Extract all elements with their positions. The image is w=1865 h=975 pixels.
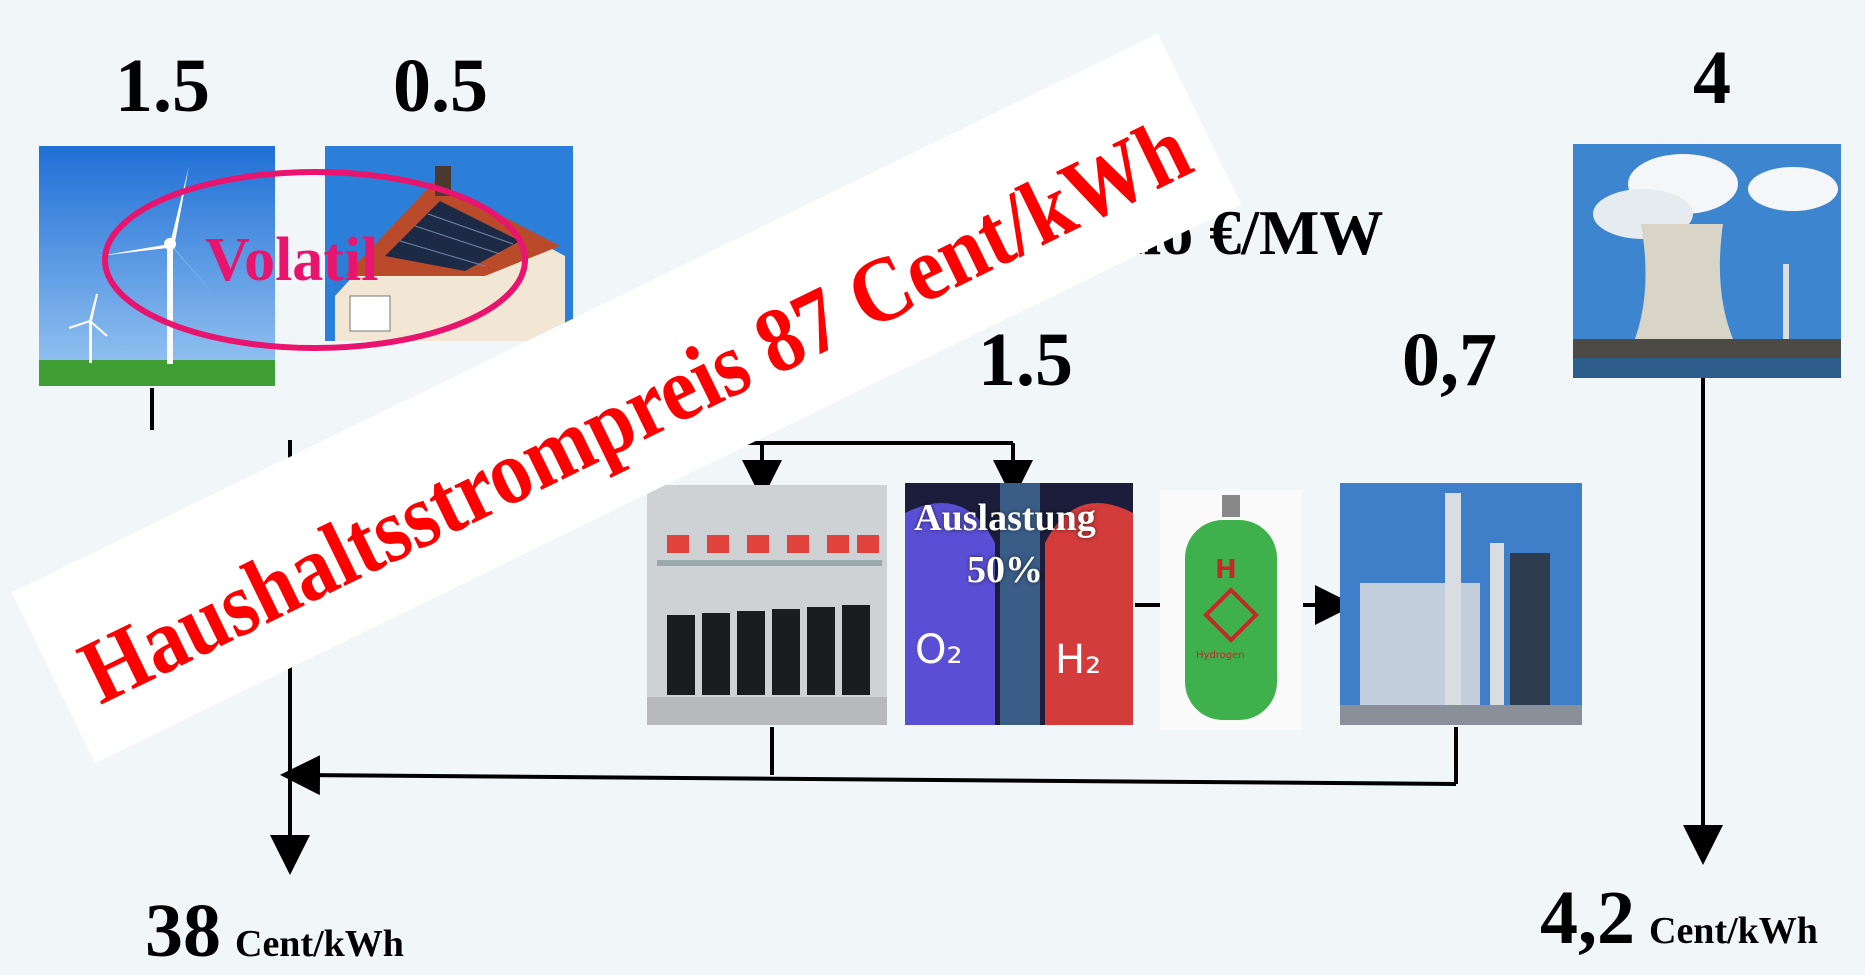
hydrogen-tank-image: H Hydrogen [1160, 490, 1302, 730]
electrolyzer-utilization-line2: 50% [967, 549, 1043, 591]
renewable-output-price: 38 Cent/kWh [145, 888, 404, 975]
nuclear-output-unit: Cent/kWh [1649, 910, 1818, 952]
nuclear-output-price: 4,2 Cent/kWh [1540, 875, 1818, 962]
electrolyzer-utilization-line1: Auslastung [914, 497, 1096, 539]
nuclear-cost: 4 [1693, 36, 1731, 120]
return-line [280, 755, 1457, 796]
volatile-label: Volatil [205, 226, 379, 294]
nuclear-output-value: 4,2 [1540, 876, 1635, 960]
renewable-output-value: 38 [145, 889, 221, 973]
svg-text:O₂: O₂ [915, 627, 963, 673]
gas-power-plant-image [1340, 483, 1582, 725]
renewable-output-unit: Cent/kWh [235, 923, 404, 965]
gas-plant-cost: 0,7 [1402, 318, 1497, 402]
svg-text:Hydrogen: Hydrogen [1196, 650, 1245, 661]
nuclear-plant-image [1573, 144, 1841, 378]
battery-storage-image [647, 485, 887, 725]
svg-text:H: H [1215, 555, 1237, 585]
svg-text:H₂: H₂ [1055, 637, 1101, 683]
